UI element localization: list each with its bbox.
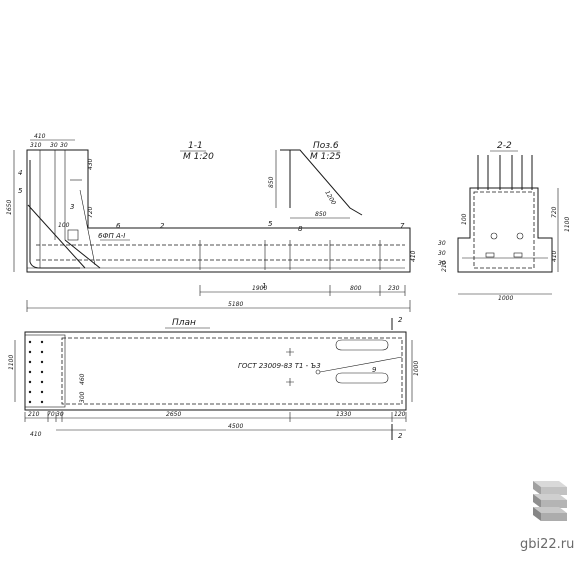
dim-720: 720 — [87, 206, 94, 218]
s22-dim-720: 720 — [551, 206, 558, 218]
plan-view: План 2 ГОСТ 2 — [8, 316, 420, 440]
s22-dim-410: 410 — [551, 250, 558, 262]
plan-gost-note: ГОСТ 23009-83 Т1 - Ъ3 — [238, 362, 321, 370]
s22-dim-30b: 30 — [438, 250, 446, 257]
mark-7: 7 — [400, 222, 405, 230]
mark-2: 2 — [160, 222, 165, 230]
section-2-2: 2-2 720 1100 410 100 30 30 30 210 1000 — [438, 141, 571, 302]
mark-5b: 5 — [268, 220, 273, 228]
plan-dim-210: 210 — [28, 411, 40, 418]
section-1-1-scale: M 1:20 — [183, 152, 214, 162]
dim-310: 310 — [30, 142, 42, 149]
section-2-2-title: 2-2 — [497, 141, 512, 151]
section-2-2-outline — [457, 187, 553, 273]
note-rebar: 6ФП А-I — [98, 232, 125, 240]
plan-dim-right: 1000 — [413, 361, 420, 376]
section-1-1-title: 1-1 — [188, 141, 203, 151]
dim-30a: 30 — [50, 142, 58, 149]
mark-3: 3 — [70, 203, 74, 211]
dim-1900: 1900 — [252, 285, 267, 292]
brand-site-text[interactable]: gbi22.ru — [520, 537, 575, 552]
s22-dim-30c: 30 — [438, 260, 446, 267]
plan-mark-9: 9 — [372, 366, 377, 374]
position-6-detail: Поз.6 M 1:25 850 1200 850 — [268, 141, 363, 219]
plan-dim-30: 30 — [56, 411, 64, 418]
dim-410-right: 410 — [410, 250, 417, 262]
plan-cut-mark-top: 2 — [398, 316, 403, 324]
mark-6: 6 — [116, 222, 121, 230]
pos6-dim-850b: 850 — [315, 211, 327, 218]
plan-dim-70: 70 — [47, 411, 55, 418]
s22-dim-1000: 1000 — [498, 295, 513, 302]
mark-4: 4 — [18, 169, 22, 177]
dim-800: 800 — [350, 285, 362, 292]
plan-dim-1330: 1330 — [336, 411, 351, 418]
pos6-dim-1200: 1200 — [323, 190, 337, 207]
plan-dim-410: 410 — [30, 431, 42, 438]
pos6-scale: M 1:25 — [310, 152, 341, 162]
mark-8: 8 — [298, 225, 303, 233]
plan-dim-left: 1100 — [8, 355, 15, 370]
s22-dim-210: 210 — [441, 260, 448, 272]
dim-230: 230 — [388, 285, 400, 292]
pos6-bar — [280, 149, 363, 216]
dim-410: 410 — [34, 133, 46, 140]
section-1-1: 1-1 M 1:20 410 310 30 30 1650 — [6, 133, 417, 312]
plan-cut-mark-bottom: 2 — [398, 432, 403, 440]
dim-30b: 30 — [60, 142, 68, 149]
dim-100: 100 — [58, 222, 70, 229]
pos6-title: Поз.6 — [313, 141, 339, 151]
mark-5a: 5 — [18, 187, 23, 195]
s22-dim-1100: 1100 — [564, 217, 571, 232]
dim-5180: 5180 — [228, 301, 243, 308]
plan-dim-120: 120 — [394, 411, 406, 418]
dim-430: 430 — [87, 158, 94, 170]
plan-dim-460: 460 — [79, 373, 86, 385]
pos6-dim-850a: 850 — [268, 176, 275, 188]
brand-logo-icon — [533, 481, 567, 521]
plan-title: План — [172, 318, 196, 328]
s22-dim-100: 100 — [461, 213, 468, 225]
s22-dim-30a: 30 — [438, 240, 446, 247]
plan-dim-2650: 2650 — [166, 411, 181, 418]
plan-holes — [28, 340, 44, 404]
plan-dim-300: 300 — [79, 391, 86, 403]
dim-1650: 1650 — [6, 200, 13, 215]
mark-1: 1 — [262, 282, 266, 290]
plan-dim-4500: 4500 — [228, 423, 243, 430]
